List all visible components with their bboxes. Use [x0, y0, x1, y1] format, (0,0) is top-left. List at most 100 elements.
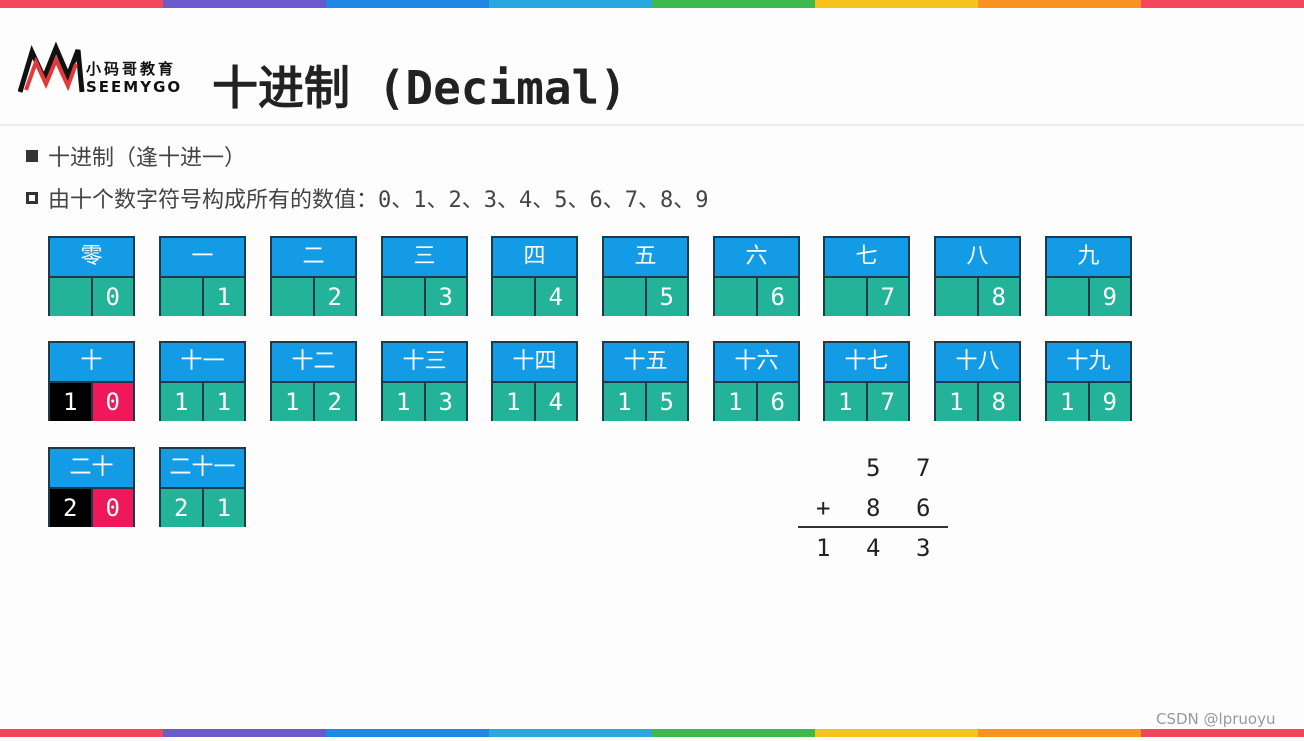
card-label: 七	[825, 238, 908, 278]
tens-digit: 1	[493, 383, 534, 421]
tens-digit	[825, 278, 866, 316]
card-label: 四	[493, 238, 576, 278]
ones-digit: 5	[644, 383, 687, 421]
ones-digit: 0	[90, 278, 133, 316]
card-label: 一	[161, 238, 244, 278]
ones-digit: 1	[201, 383, 244, 421]
ones-digit: 3	[423, 278, 466, 316]
card-digits: 4	[493, 278, 576, 316]
top-color-bar	[0, 0, 1304, 8]
tens-digit: 1	[715, 383, 756, 421]
card-digits: 7	[825, 278, 908, 316]
bullet-2-text: 由十个数字符号构成所有的数值：0、1、2、3、4、5、6、7、8、9	[48, 188, 709, 213]
logo-chinese-text: 小码哥教育	[86, 60, 177, 78]
bullet-2: 由十个数字符号构成所有的数值：0、1、2、3、4、5、6、7、8、9	[26, 182, 708, 214]
tens-digit	[715, 278, 756, 316]
ones-digit: 9	[1087, 278, 1130, 316]
card-digits: 6	[715, 278, 798, 316]
tens-digit: 1	[50, 383, 91, 421]
card-digits: 8	[936, 278, 1019, 316]
watermark: CSDN @lpruoyu	[1156, 710, 1276, 728]
addend-1-ones: 7	[916, 454, 931, 482]
tens-digit: 2	[50, 489, 91, 527]
card-digits: 9	[1047, 278, 1130, 316]
ones-digit: 6	[755, 278, 798, 316]
tens-digit: 1	[272, 383, 313, 421]
card-label: 二十	[50, 449, 133, 489]
card-label: 十五	[604, 343, 687, 383]
tens-digit: 2	[161, 489, 202, 527]
card-label: 零	[50, 238, 133, 278]
ones-digit: 3	[423, 383, 466, 421]
card-label: 十八	[936, 343, 1019, 383]
hollow-square-bullet-icon	[26, 192, 38, 204]
bullet-1-text: 十进制（逢十进一）	[48, 146, 247, 171]
card-label: 十四	[493, 343, 576, 383]
ones-digit: 0	[90, 383, 133, 421]
tens-digit: 1	[383, 383, 424, 421]
bullet-1: 十进制（逢十进一）	[26, 140, 246, 172]
filled-square-bullet-icon	[26, 150, 38, 162]
ones-digit: 7	[865, 278, 908, 316]
plus-operator: +	[816, 494, 831, 522]
ones-digit: 2	[312, 383, 355, 421]
addend-1-tens: 5	[866, 454, 881, 482]
card-label: 三	[383, 238, 466, 278]
card-label: 八	[936, 238, 1019, 278]
ones-digit: 5	[644, 278, 687, 316]
ones-digit: 2	[312, 278, 355, 316]
slide-title: 十进制 (Decimal)	[212, 61, 627, 115]
sum-divider-line	[798, 526, 948, 528]
card-digits: 5	[604, 278, 687, 316]
sum-tens: 4	[866, 534, 881, 562]
tens-digit: 1	[825, 383, 866, 421]
tens-digit	[50, 278, 91, 316]
card-digits: 2	[272, 278, 355, 316]
card-label: 十二	[272, 343, 355, 383]
ones-digit: 8	[976, 278, 1019, 316]
card-label: 六	[715, 238, 798, 278]
bottom-color-bar	[0, 729, 1304, 737]
ones-digit: 4	[533, 383, 576, 421]
sum-ones: 3	[916, 534, 931, 562]
card-label: 十六	[715, 343, 798, 383]
card-label: 十七	[825, 343, 908, 383]
ones-digit: 9	[1087, 383, 1130, 421]
ones-digit: 8	[976, 383, 1019, 421]
tens-digit: 1	[161, 383, 202, 421]
ones-digit: 6	[755, 383, 798, 421]
slide-header	[0, 8, 1304, 126]
tens-digit	[1047, 278, 1088, 316]
ones-digit: 4	[533, 278, 576, 316]
ones-digit: 1	[201, 489, 244, 527]
card-label: 九	[1047, 238, 1130, 278]
tens-digit	[161, 278, 202, 316]
tens-digit	[493, 278, 534, 316]
card-digits: 0	[50, 278, 133, 316]
tens-digit	[604, 278, 645, 316]
card-label: 十	[50, 343, 133, 383]
